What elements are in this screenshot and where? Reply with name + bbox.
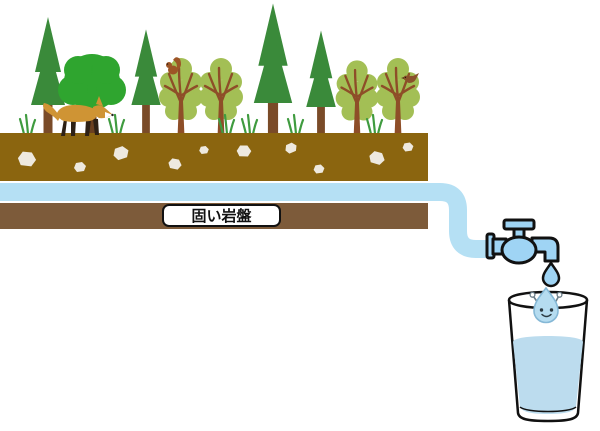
grass-tuft — [240, 113, 259, 136]
grass-tuft — [107, 113, 126, 136]
grass-tuft — [18, 113, 37, 136]
broadleaf-tree — [157, 56, 205, 139]
falling-drop-icon — [541, 261, 561, 288]
faucet-icon — [485, 218, 560, 265]
broadleaf-tree — [374, 56, 422, 139]
conifer-tree — [253, 3, 293, 153]
broadleaf-tree — [334, 59, 380, 139]
grass-tuft — [286, 113, 305, 136]
water-glass — [507, 290, 589, 423]
soil-layer — [0, 133, 428, 181]
bedrock-label-text: 固い岩盤 — [191, 207, 252, 225]
glass-water — [513, 336, 583, 414]
groundwater-pipe — [0, 183, 489, 258]
bedrock-label-box — [162, 204, 281, 227]
bird — [401, 73, 419, 83]
conifer-tree — [306, 30, 336, 146]
conifer-tree — [131, 29, 161, 143]
water-drop-character — [529, 286, 563, 324]
squirrel — [166, 57, 181, 75]
fox — [43, 96, 114, 136]
bedrock-label: 固い岩盤 — [162, 204, 281, 227]
